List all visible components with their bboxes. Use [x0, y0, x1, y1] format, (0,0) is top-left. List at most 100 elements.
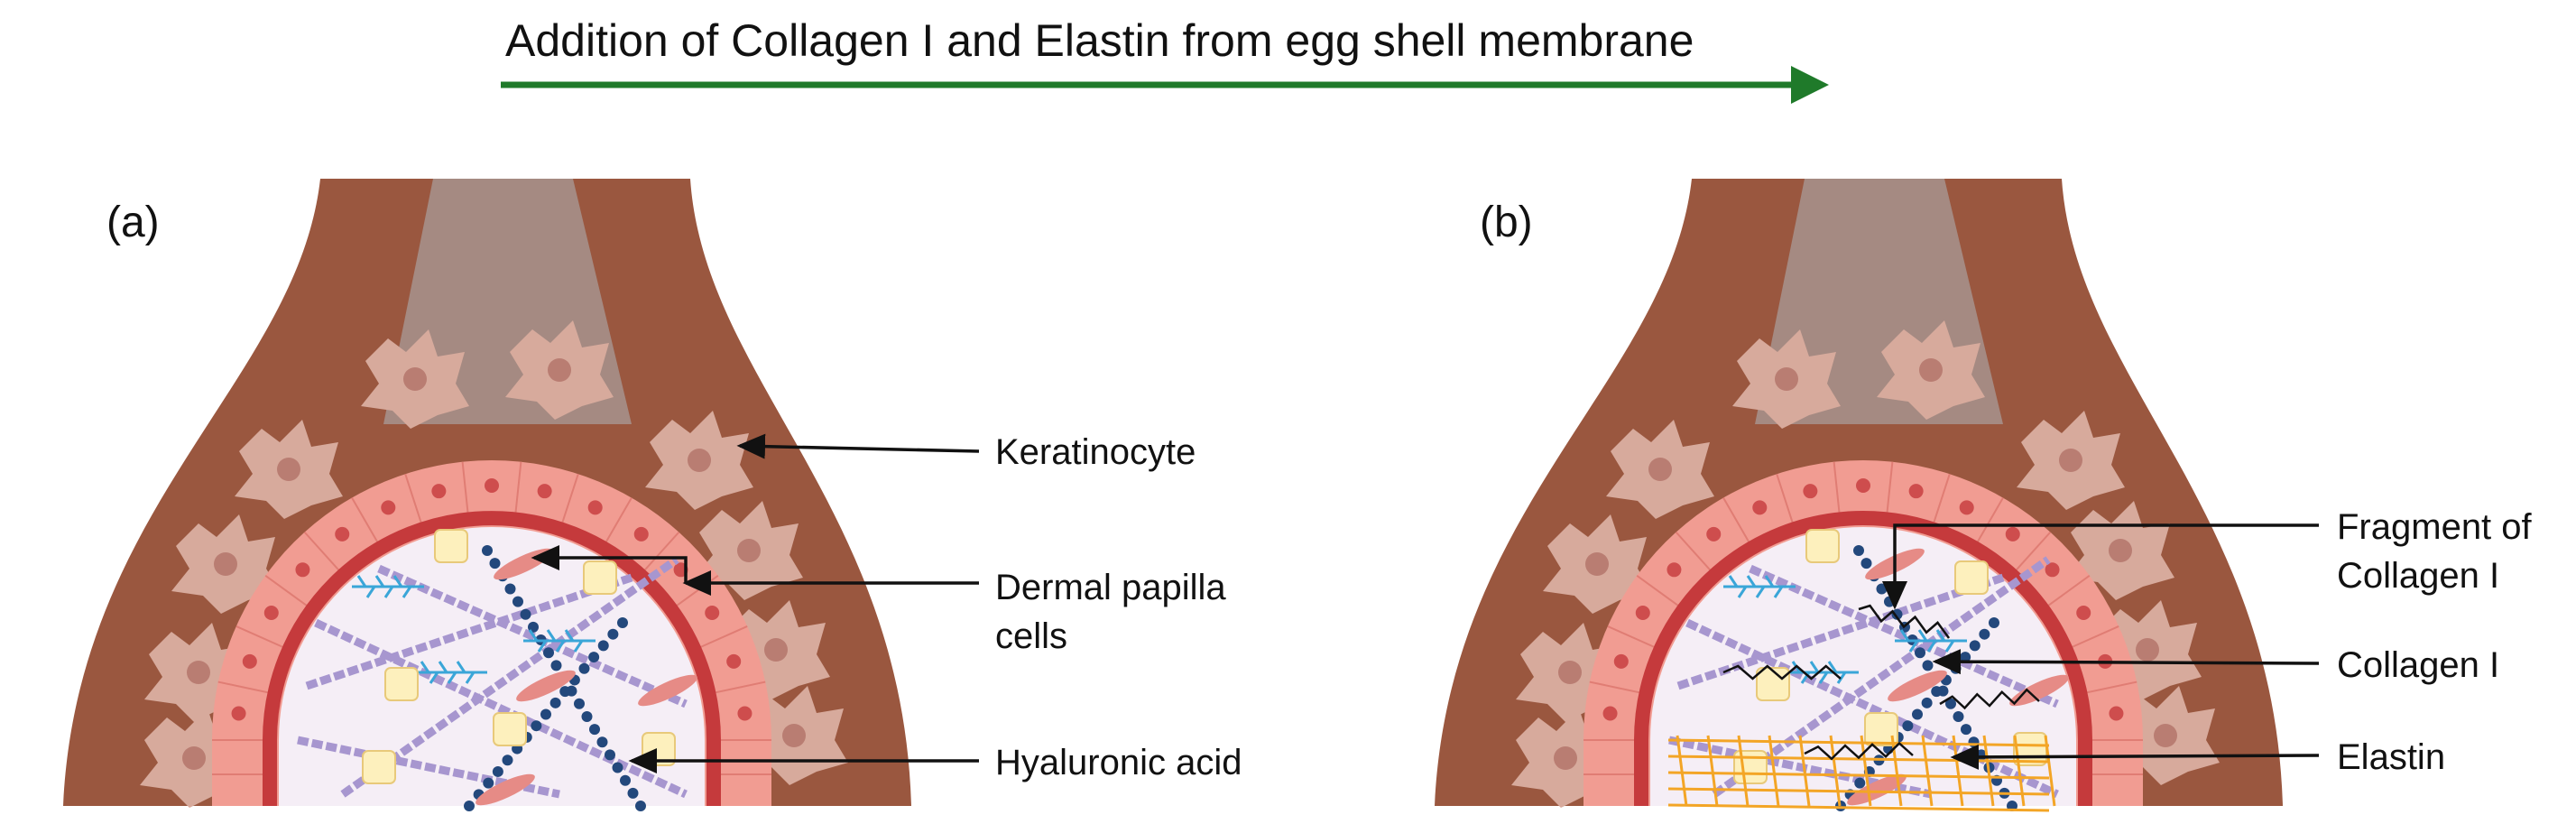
dermal-papilla-cell: [1864, 712, 1898, 746]
epithelial-cell-nucleus: [1752, 500, 1768, 515]
fibroblast: [1847, 773, 1907, 806]
epithelial-cell-nucleus: [485, 478, 499, 493]
hyaluronic-bead: [540, 708, 551, 720]
keratinocyte: [1606, 420, 1714, 519]
epithelial-cell-border: [710, 680, 766, 695]
epithelial-cell-border: [2044, 574, 2091, 610]
epithelial-cell-nucleus: [295, 562, 310, 578]
hyaluronan-branch: [1895, 629, 1967, 653]
hyaluronic-bead: [1853, 545, 1864, 556]
hyaluronic-bead: [1953, 710, 1964, 722]
epithelial-cell-nucleus: [587, 500, 603, 515]
epithelial-cell-nucleus: [705, 606, 720, 620]
keratinocyte-nucleus: [2109, 539, 2132, 562]
epithelial-cell-nucleus: [2005, 526, 2020, 542]
keratinocyte-nucleus: [737, 539, 761, 562]
keratinocyte-nucleus: [1919, 358, 1943, 382]
hyaluronic-bead: [1891, 608, 1903, 620]
hyaluronic-bead: [1960, 652, 1971, 663]
hyaluronic-bead: [1912, 708, 1923, 720]
elastin-fiber: [1890, 735, 1903, 807]
collagen-fiber: [1712, 556, 2051, 798]
fibroblast: [516, 670, 576, 702]
epithelial-cell-border: [1589, 680, 1645, 695]
hyaluronic-bead: [1902, 720, 1914, 732]
panel-a-letter: (a): [106, 199, 160, 246]
hyaluronic-bead: [596, 736, 608, 748]
epithelial-cell-border: [1722, 497, 1752, 547]
keratinocyte: [1877, 320, 1985, 420]
hyaluronan-branch: [352, 575, 424, 598]
elastin-fiber: [2044, 735, 2056, 807]
epithelial-cell-border: [1885, 461, 1894, 518]
keratinocyte-nucleus: [782, 724, 806, 747]
keratinocyte-nucleus: [403, 367, 427, 391]
epithelial-cell-nucleus: [1667, 562, 1682, 578]
keratinocyte-nucleus: [214, 552, 237, 576]
dermal-papilla-cell: [1805, 529, 1840, 563]
hyaluronic-bead: [589, 724, 600, 736]
collagen-fiber: [340, 556, 679, 798]
collagen-fragment: [1858, 604, 1951, 639]
epithelial-cell-border: [2012, 531, 2052, 575]
label-fragment-of: Fragment of: [2337, 507, 2533, 547]
epithelial-cell-border: [2067, 625, 2119, 651]
hyaluronic-bead: [483, 777, 494, 789]
dermal-papilla-cell: [1756, 667, 1790, 701]
hyaluronic-bead: [620, 774, 631, 786]
hyaluronic-bead: [578, 662, 590, 674]
keratinocyte-nucleus: [548, 358, 571, 382]
keratinocyte: [361, 329, 469, 429]
dermal-pointer-upper: [531, 545, 688, 583]
keratinocyte: [695, 501, 803, 600]
hyaluronic-bead: [531, 720, 542, 732]
epithelial-cell-border: [2082, 680, 2137, 695]
fibroblast: [2009, 674, 2069, 707]
keratinocyte: [1543, 514, 1651, 614]
epithelial-cell-nucleus: [431, 484, 447, 499]
hyaluronic-bead: [1989, 617, 1999, 628]
epithelial-cell-nucleus: [1803, 484, 1818, 499]
epithelial-cell-nucleus: [1959, 500, 1974, 515]
keratinocyte-pointer: [736, 433, 980, 459]
epithelial-cell-border: [351, 497, 381, 547]
epithelial-cell-nucleus: [1856, 478, 1870, 493]
panel-a-follicle: [63, 179, 911, 811]
collagen-fiber: [314, 618, 688, 799]
elastin-fiber: [1667, 771, 2050, 780]
epithelial-cell-nucleus: [263, 606, 279, 620]
panel-b-follicle: [1435, 179, 2283, 812]
hyaluronic-bead: [617, 617, 628, 628]
epithelial-cell-border: [404, 473, 424, 528]
keratinocyte: [1732, 329, 1841, 429]
elastin-fiber: [1667, 803, 2050, 812]
hyaluronic-bead: [588, 652, 600, 663]
elastin-fiber: [1676, 735, 1688, 807]
hyaluronan-branch: [415, 661, 487, 684]
elastin-fiber: [1737, 735, 1750, 807]
epithelial-cell-nucleus: [2045, 562, 2060, 578]
fibroblast: [1888, 670, 1947, 702]
fibroblast: [475, 773, 535, 806]
epithelial-cell-nucleus: [1602, 706, 1618, 721]
keratinocyte-nucleus: [688, 449, 711, 472]
hyaluronic-bead: [1915, 647, 1925, 659]
hyaluronic-bead: [1876, 583, 1888, 595]
epithelial-cell-border: [1607, 625, 1659, 651]
epithelial-cell-border: [235, 625, 288, 651]
basement-membrane: [263, 511, 721, 806]
collagen-pointer: [1932, 649, 2320, 675]
panel-b-letter: (b): [1480, 199, 1533, 246]
hyaluronic-bead: [605, 749, 615, 761]
hyaluronic-bead: [489, 558, 501, 569]
epithelial-cell-border: [461, 461, 470, 518]
label-elastin: Elastin: [2337, 737, 2445, 777]
hyaluronic-bead: [581, 710, 593, 722]
epithelial-cell-border: [1776, 473, 1796, 528]
epithelial-cell-nucleus: [231, 706, 246, 721]
hyaluronic-bead: [512, 596, 523, 607]
hyaluronic-bead: [612, 762, 623, 773]
hyaluronic-bead: [1884, 596, 1895, 607]
keratinocyte-nucleus: [1554, 746, 1577, 770]
epithelial-cell-nucleus: [726, 653, 742, 669]
